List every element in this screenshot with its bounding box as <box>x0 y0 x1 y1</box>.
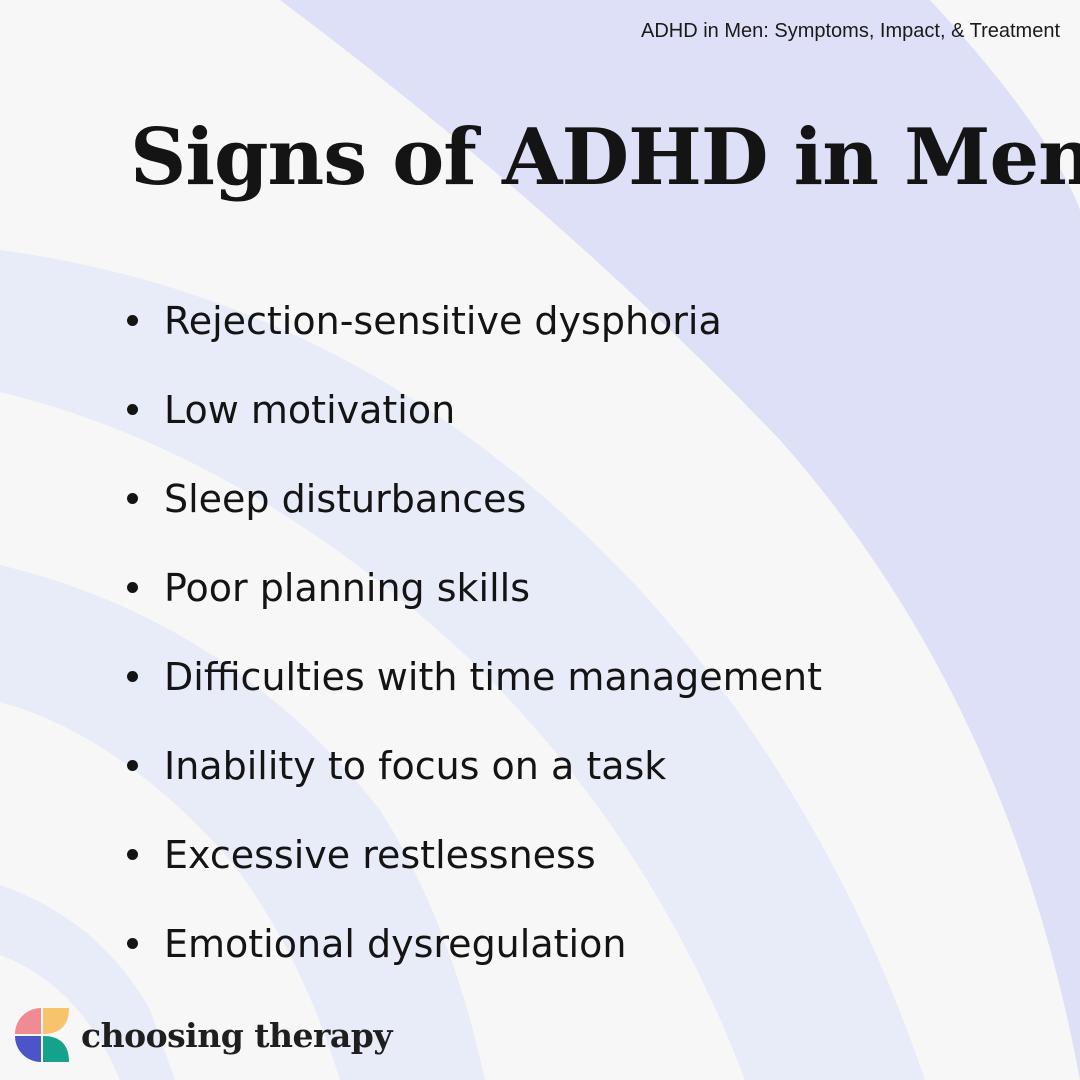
bullet-icon <box>127 760 138 771</box>
logo-quadrant-blue <box>15 1036 41 1062</box>
list-item: Difficulties with time management <box>127 632 822 721</box>
list-item-label: Rejection-sensitive dysphoria <box>164 298 722 343</box>
bullet-icon <box>127 404 138 415</box>
list-item-label: Low motivation <box>164 387 456 432</box>
logo-quadrant-yellow <box>43 1008 69 1034</box>
brand-name: choosing therapy <box>81 1015 393 1055</box>
innermost-arc <box>0 885 175 1080</box>
list-item: Sleep disturbances <box>127 454 822 543</box>
list-item-label: Sleep disturbances <box>164 476 527 521</box>
list-item-label: Difficulties with time management <box>164 654 822 699</box>
list-item-label: Poor planning skills <box>164 565 531 610</box>
signs-list: Rejection-sensitive dysphoria Low motiva… <box>127 276 822 988</box>
bullet-icon <box>127 493 138 504</box>
list-item-label: Emotional dysregulation <box>164 921 627 966</box>
list-item: Emotional dysregulation <box>127 899 822 988</box>
list-item-label: Excessive restlessness <box>164 832 596 877</box>
choosing-therapy-logo-icon <box>15 1008 69 1062</box>
bullet-icon <box>127 582 138 593</box>
list-item-label: Inability to focus on a task <box>164 743 667 788</box>
header-caption: ADHD in Men: Symptoms, Impact, & Treatme… <box>640 20 1060 42</box>
list-item: Inability to focus on a task <box>127 721 822 810</box>
brand-logo-lockup: choosing therapy <box>15 1008 393 1062</box>
list-item: Rejection-sensitive dysphoria <box>127 276 822 365</box>
page-title: Signs of ADHD in Men <box>130 112 1080 203</box>
bullet-icon <box>127 315 138 326</box>
bullet-icon <box>127 938 138 949</box>
list-item: Low motivation <box>127 365 822 454</box>
bullet-icon <box>127 849 138 860</box>
middle-arc <box>0 250 925 1080</box>
logo-quadrant-pink <box>15 1008 41 1034</box>
list-item: Excessive restlessness <box>127 810 822 899</box>
bullet-icon <box>127 671 138 682</box>
inner-arc <box>0 565 485 1080</box>
list-item: Poor planning skills <box>127 543 822 632</box>
outer-arc <box>280 0 1080 1080</box>
logo-quadrant-green <box>43 1036 69 1062</box>
